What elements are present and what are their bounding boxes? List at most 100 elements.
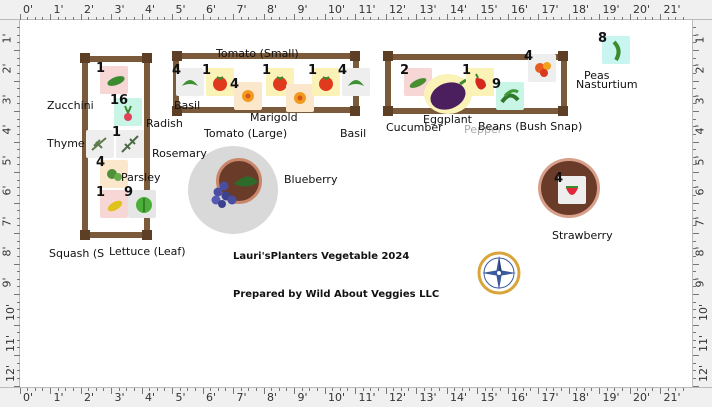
ruler-label: 4' <box>145 391 156 404</box>
plant-qty: 4 <box>96 155 106 170</box>
ruler-tick <box>652 388 654 391</box>
ruler-tick <box>693 347 696 349</box>
top-ruler: 0'1'2'3'4'5'6'7'8'9'10'11'12'13'14'15'16… <box>0 0 712 20</box>
plant-pepper[interactable]: 1 <box>462 64 494 96</box>
ruler-tick <box>126 17 128 20</box>
plant-radish[interactable]: 16 <box>110 94 142 126</box>
plant-zucchini[interactable]: 1 <box>96 62 128 94</box>
ruler-tick <box>126 388 128 391</box>
ruler-tick <box>17 27 20 29</box>
ruler-tick <box>14 80 20 82</box>
plant-parsley[interactable]: 4 <box>96 156 128 188</box>
ruler-tick <box>423 17 425 20</box>
plan-credit[interactable]: Prepared by Wild About Veggies LLC <box>233 289 440 300</box>
plant-label-strawberry: Strawberry <box>552 229 613 242</box>
ruler-tick <box>172 388 173 394</box>
ruler-tick <box>332 388 334 391</box>
ruler-tick <box>17 57 20 59</box>
ruler-tick <box>606 388 608 391</box>
ruler-tick <box>693 202 699 204</box>
ruler-tick <box>693 179 696 181</box>
raised-bed-left[interactable] <box>82 56 150 238</box>
plant-marigold[interactable]: 4 <box>230 78 262 110</box>
ruler-tick <box>248 17 250 20</box>
ruler-label: 2' <box>0 63 14 74</box>
plant-qty: 1 <box>202 63 212 78</box>
ruler-label: 18' <box>572 3 590 16</box>
ruler-tick <box>484 388 486 391</box>
ruler-tick <box>141 14 143 20</box>
ruler-tick <box>17 286 20 288</box>
ruler-tick <box>80 388 82 394</box>
plant-eggplant[interactable] <box>424 74 472 114</box>
plant-squash[interactable]: 1 <box>96 186 128 218</box>
ruler-tick <box>240 388 242 391</box>
ruler-tick <box>111 14 112 20</box>
ruler-tick <box>34 388 36 391</box>
ruler-label: 6' <box>693 185 707 196</box>
ruler-tick <box>27 17 29 20</box>
ruler-tick <box>614 388 616 391</box>
ruler-label: 9' <box>297 3 308 16</box>
ruler-tick <box>576 17 578 20</box>
plant-label-basil: Basil <box>174 99 201 112</box>
plan-title[interactable]: Lauri'sPlanters Vegetable 2024 <box>233 251 410 262</box>
strawberry-pot[interactable] <box>538 158 600 218</box>
plant-nasturtium[interactable]: 4 <box>524 50 556 82</box>
ruler-tick <box>95 388 97 391</box>
ruler-tick <box>522 17 524 20</box>
marigold-icon <box>294 92 306 104</box>
ruler-label: 9' <box>693 276 707 288</box>
plant-qty: 8 <box>598 31 608 46</box>
plant-thyme[interactable] <box>86 130 114 158</box>
ruler-tick <box>17 103 20 105</box>
ruler-tick <box>309 388 311 391</box>
zucchini-icon <box>107 76 125 86</box>
ruler-tick <box>225 17 227 20</box>
ruler-tick <box>14 294 20 295</box>
ruler-tick <box>377 388 379 391</box>
ruler-tick <box>278 388 280 391</box>
plant-blueberry[interactable] <box>206 166 262 210</box>
compass-rose[interactable] <box>476 250 522 296</box>
plant-basil[interactable]: 4 <box>172 64 204 96</box>
ruler-tick <box>50 14 51 20</box>
ruler-tick <box>210 17 212 20</box>
plant-peas[interactable]: 8 <box>598 32 630 64</box>
plant-tomato-small[interactable]: 1 <box>202 64 234 96</box>
ruler-tick <box>263 14 265 20</box>
ruler-tick <box>599 388 600 394</box>
ruler-tick <box>14 202 20 204</box>
plant-qty: 4 <box>554 171 564 186</box>
plant-qty: 9 <box>492 77 502 92</box>
ruler-tick <box>202 14 204 20</box>
rosemary-icon <box>121 135 139 153</box>
plant-lettuce[interactable]: 9 <box>124 186 156 218</box>
ruler-tick <box>202 388 204 394</box>
ruler-tick <box>17 118 20 120</box>
ruler-tick <box>65 388 67 391</box>
ruler-tick <box>263 388 265 394</box>
ruler-label: 12' <box>389 391 407 404</box>
ruler-label: 12' <box>697 364 711 383</box>
ruler-tick <box>316 388 318 391</box>
ruler-label: 3' <box>0 93 14 105</box>
plant-rosemary[interactable]: 1 <box>112 126 144 158</box>
raised-bed-right[interactable] <box>385 54 567 114</box>
plant-basil-2[interactable]: 4 <box>338 64 370 96</box>
ruler-tick <box>682 388 684 391</box>
ruler-tick <box>17 42 20 44</box>
ruler-label: 8' <box>267 391 278 404</box>
strawberry-icon <box>566 186 578 195</box>
plant-beans[interactable]: 9 <box>492 78 524 110</box>
garden-canvas[interactable]: 1 Zucchini 16 Radish Thyme 1 Rosemary 4 … <box>20 20 692 387</box>
ruler-label: 10' <box>697 303 711 322</box>
ruler-tick <box>553 17 555 20</box>
basil-icon <box>182 80 198 86</box>
plant-tomato-3[interactable]: 1 <box>308 64 340 96</box>
plant-strawberry[interactable]: 4 <box>554 172 586 204</box>
ruler-tick <box>301 17 303 20</box>
plant-marigold-2[interactable] <box>286 84 314 112</box>
ruler-label: 14' <box>450 391 468 404</box>
ruler-tick <box>14 50 20 51</box>
